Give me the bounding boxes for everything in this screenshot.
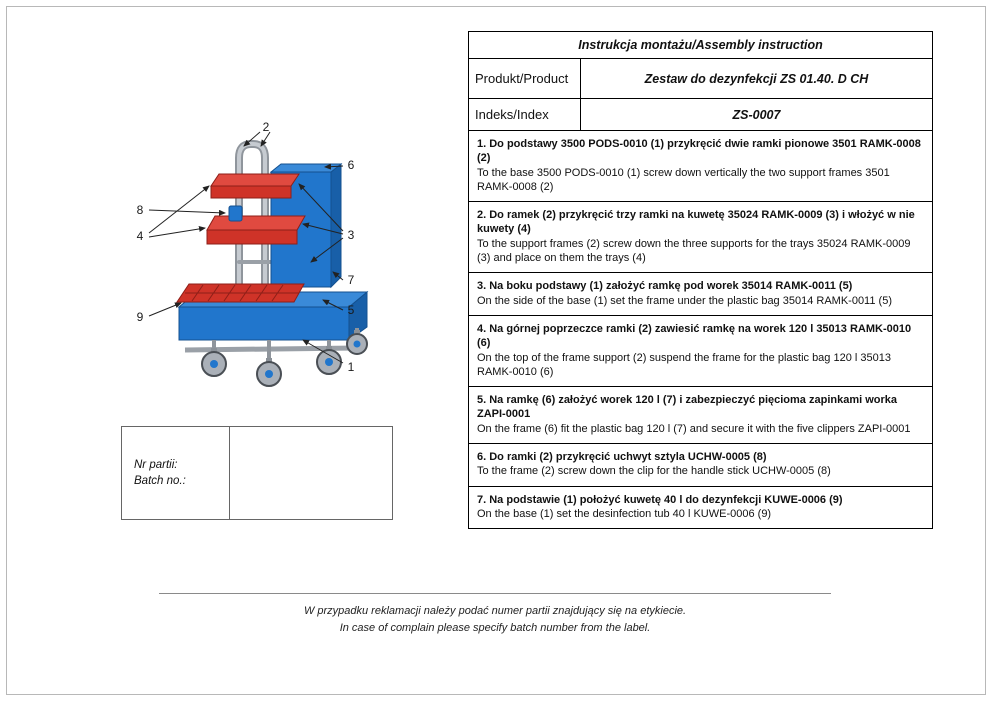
step-1-pl: 1. Do podstawy 3500 PODS-0010 (1) przykr… <box>477 138 921 165</box>
product-row: Produkt/Product Zestaw do dezynfekcji ZS… <box>468 58 933 99</box>
table-title-row: Instrukcja montażu/Assembly instruction <box>468 31 933 59</box>
batch-empty-cell <box>230 427 392 519</box>
step-1-en: To the base 3500 PODS-0010 (1) screw dow… <box>477 166 890 193</box>
step-row: 1. Do podstawy 3500 PODS-0010 (1) przykr… <box>468 129 933 203</box>
step-row: 4. Na górnej poprzeczce ramki (2) zawies… <box>468 314 933 388</box>
step-3-pl: 3. Na boku podstawy (1) założyć ramkę po… <box>477 280 853 293</box>
product-label: Produkt/Product <box>468 58 581 99</box>
step-2-pl: 2. Do ramek (2) przykręcić trzy ramki na… <box>477 209 915 236</box>
step-2-en: To the support frames (2) screw down the… <box>477 237 911 265</box>
product-value: Zestaw do dezynfekcji ZS 01.40. D CH <box>580 58 933 99</box>
casters <box>201 330 368 387</box>
step-6-pl: 6. Do ramki (2) przykręcić uchwyt sztyla… <box>477 451 767 464</box>
caster-wheel <box>256 358 282 387</box>
trolley-diagram: 2 6 8 4 3 7 5 9 1 <box>119 102 467 404</box>
step-4-pl: 4. Na górnej poprzeczce ramki (2) zawies… <box>477 322 912 350</box>
footer-note-en: In case of complain please specify batch… <box>339 621 651 634</box>
caster-wheel <box>316 346 342 375</box>
trolley-illustration: 2 6 8 4 3 7 5 9 1 <box>137 120 369 387</box>
step-4-en: On the top of the frame support (2) susp… <box>477 351 891 378</box>
callout-2: 2 <box>263 120 270 134</box>
step-row: 6. Do ramki (2) przykręcić uchwyt sztyla… <box>468 443 933 487</box>
step-7-pl: 7. Na podstawie (1) położyć kuwetę 40 l … <box>477 493 843 506</box>
footer-note: W przypadku reklamacji należy podać nume… <box>159 593 831 636</box>
batch-box: Nr partii: Batch no.: <box>121 426 393 520</box>
step-row: 5. Na ramkę (6) założyć worek 120 l (7) … <box>468 386 933 445</box>
index-value: ZS-0007 <box>580 98 933 131</box>
index-row: Indeks/Index ZS-0007 <box>468 98 933 131</box>
batch-labels: Nr partii: Batch no.: <box>122 427 230 519</box>
red-grate <box>176 283 305 303</box>
callout-4: 4 <box>137 229 144 243</box>
red-tray-middle <box>206 215 306 245</box>
page: 2 6 8 4 3 7 5 9 1 Instrukcja montażu/Ass… <box>6 6 986 695</box>
footer-note-pl: W przypadku reklamacji należy podać nume… <box>303 605 687 617</box>
caster-wheel <box>201 348 227 377</box>
step-row: 7. Na podstawie (1) położyć kuwetę 40 l … <box>468 485 933 530</box>
index-label: Indeks/Index <box>468 98 581 131</box>
callout-6: 6 <box>348 158 355 172</box>
step-5-en: On the frame (6) fit the plastic bag 120… <box>477 422 911 435</box>
callout-8: 8 <box>137 203 144 217</box>
step-6-en: To the frame (2) screw down the clip for… <box>477 465 831 478</box>
callout-3: 3 <box>348 228 355 242</box>
callout-1: 1 <box>348 360 355 374</box>
step-row: 2. Do ramek (2) przykręcić trzy ramki na… <box>468 201 933 274</box>
table-title: Instrukcja montażu/Assembly instruction <box>468 31 933 59</box>
instruction-table: Instrukcja montażu/Assembly instruction … <box>468 31 933 530</box>
step-7-en: On the base (1) set the desinfection tub… <box>477 507 772 520</box>
batch-label-en: Batch no.: <box>134 475 186 487</box>
callout-9: 9 <box>137 310 144 324</box>
callout-7: 7 <box>348 273 355 287</box>
step-5-pl: 5. Na ramkę (6) założyć worek 120 l (7) … <box>477 394 898 421</box>
handle-clip <box>228 205 243 222</box>
step-3-en: On the side of the base (1) set the fram… <box>477 294 892 307</box>
callout-labels: 2 6 8 4 3 7 5 9 1 <box>137 120 355 374</box>
callout-arrows <box>148 131 344 364</box>
batch-label-pl: Nr partii: <box>134 459 178 471</box>
step-row: 3. Na boku podstawy (1) założyć ramkę po… <box>468 272 933 316</box>
red-tray-top <box>210 173 300 199</box>
caster-wheel <box>346 330 368 355</box>
callout-5: 5 <box>348 303 355 317</box>
